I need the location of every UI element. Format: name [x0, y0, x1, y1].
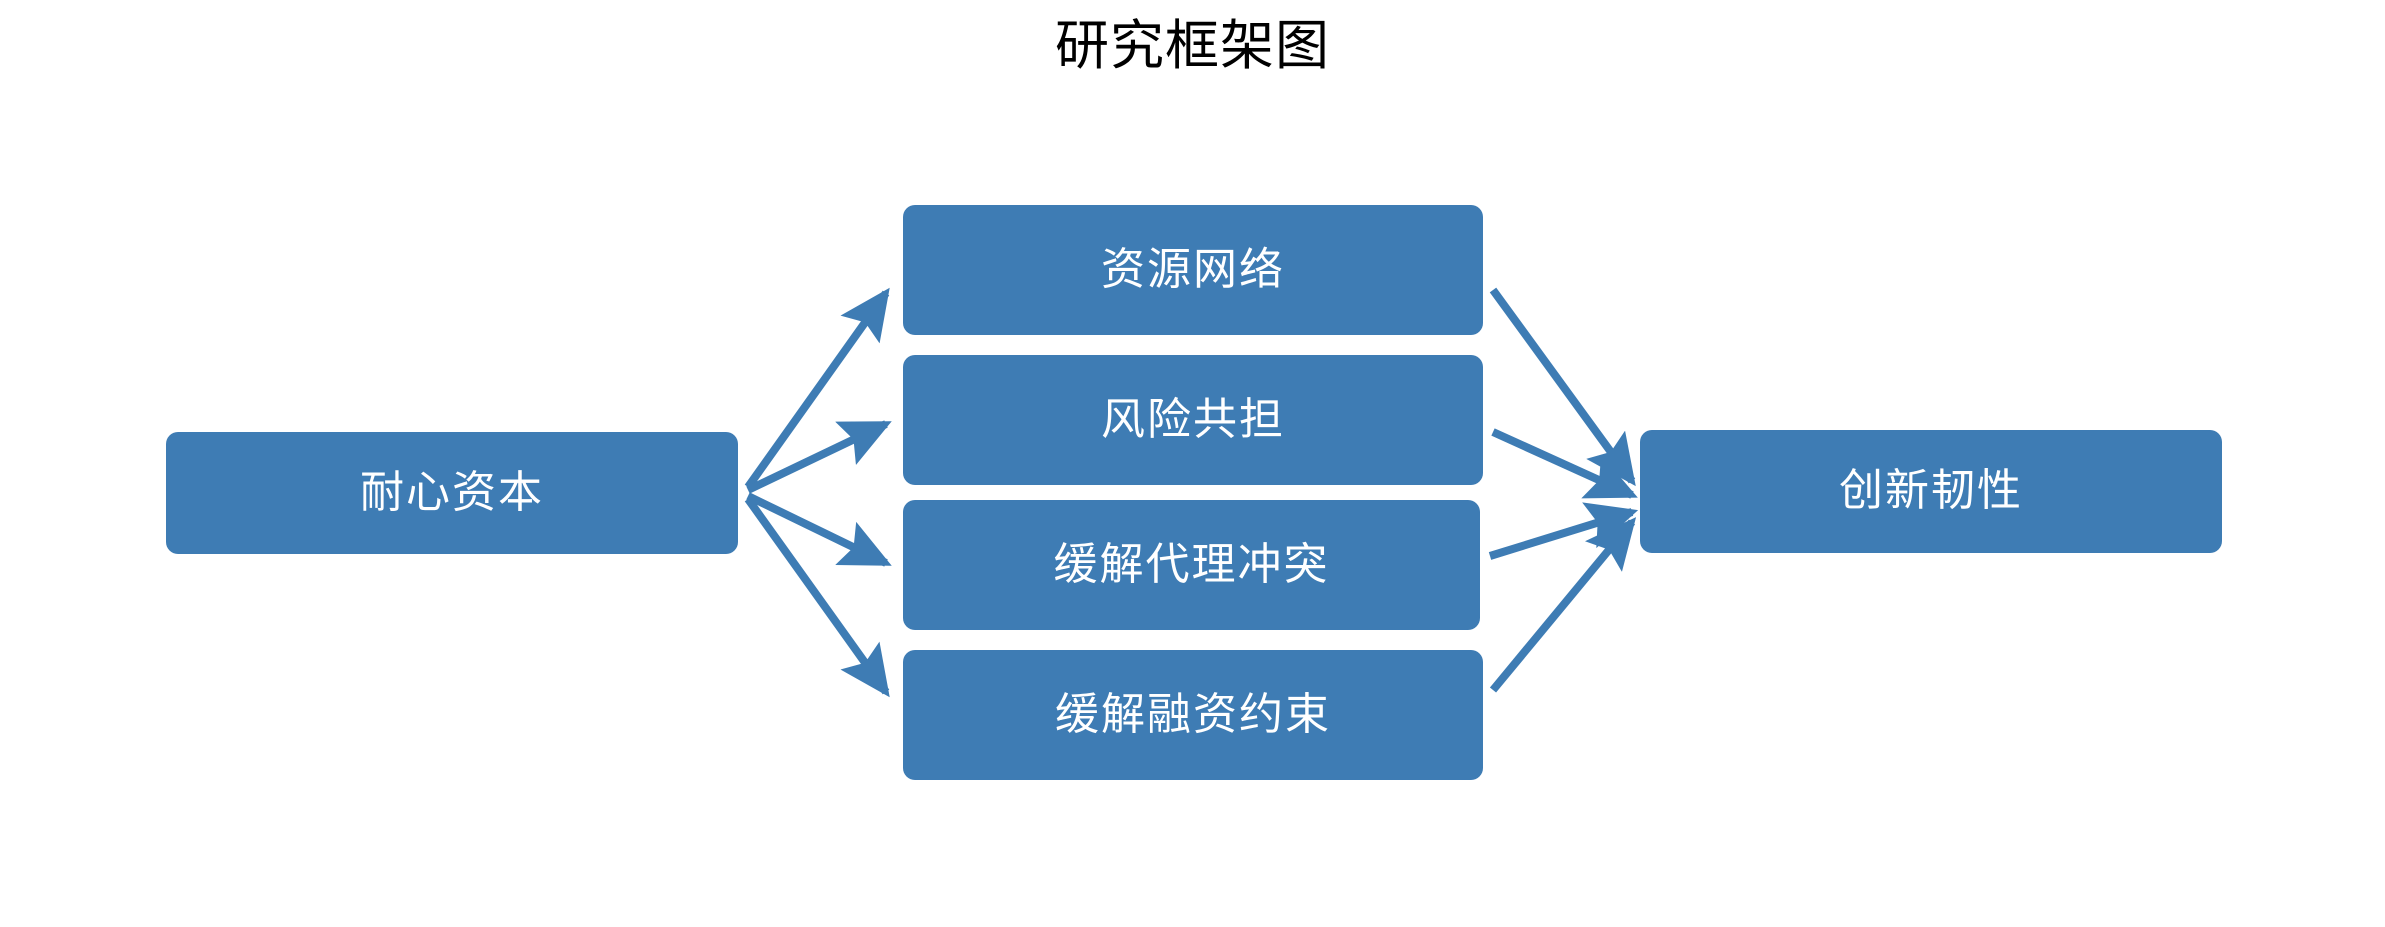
edge-source-to-mech-3 [744, 496, 890, 698]
node-innovation-resilience[interactable]: 创新韧性 [1640, 430, 2222, 553]
edge-source-to-mech-0 [744, 287, 890, 490]
edge-mech-1-to-outcome [1491, 428, 1638, 499]
node-mitigate-agency-conflict[interactable]: 缓解代理冲突 [903, 500, 1480, 630]
node-label: 资源网络 [1101, 244, 1285, 294]
edge-mech-0-to-outcome [1489, 287, 1636, 487]
node-label: 风险共担 [1101, 394, 1285, 444]
node-patient-capital[interactable]: 耐心资本 [166, 432, 738, 554]
edge-mech-2-to-outcome [1488, 502, 1639, 560]
edge-source-to-mech-2 [746, 492, 892, 567]
node-label: 耐心资本 [360, 467, 544, 517]
node-label: 缓解代理冲突 [1053, 539, 1330, 589]
node-risk-sharing[interactable]: 风险共担 [903, 355, 1483, 485]
edge-source-to-mech-1 [746, 420, 892, 494]
page-title: 研究框架图 [1055, 16, 1330, 76]
node-label: 创新韧性 [1839, 466, 2023, 516]
node-ease-financing-constraint[interactable]: 缓解融资约束 [903, 650, 1483, 780]
edge-mech-3-to-outcome [1489, 517, 1637, 693]
node-resource-network[interactable]: 资源网络 [903, 205, 1483, 335]
node-label: 缓解融资约束 [1055, 689, 1331, 739]
